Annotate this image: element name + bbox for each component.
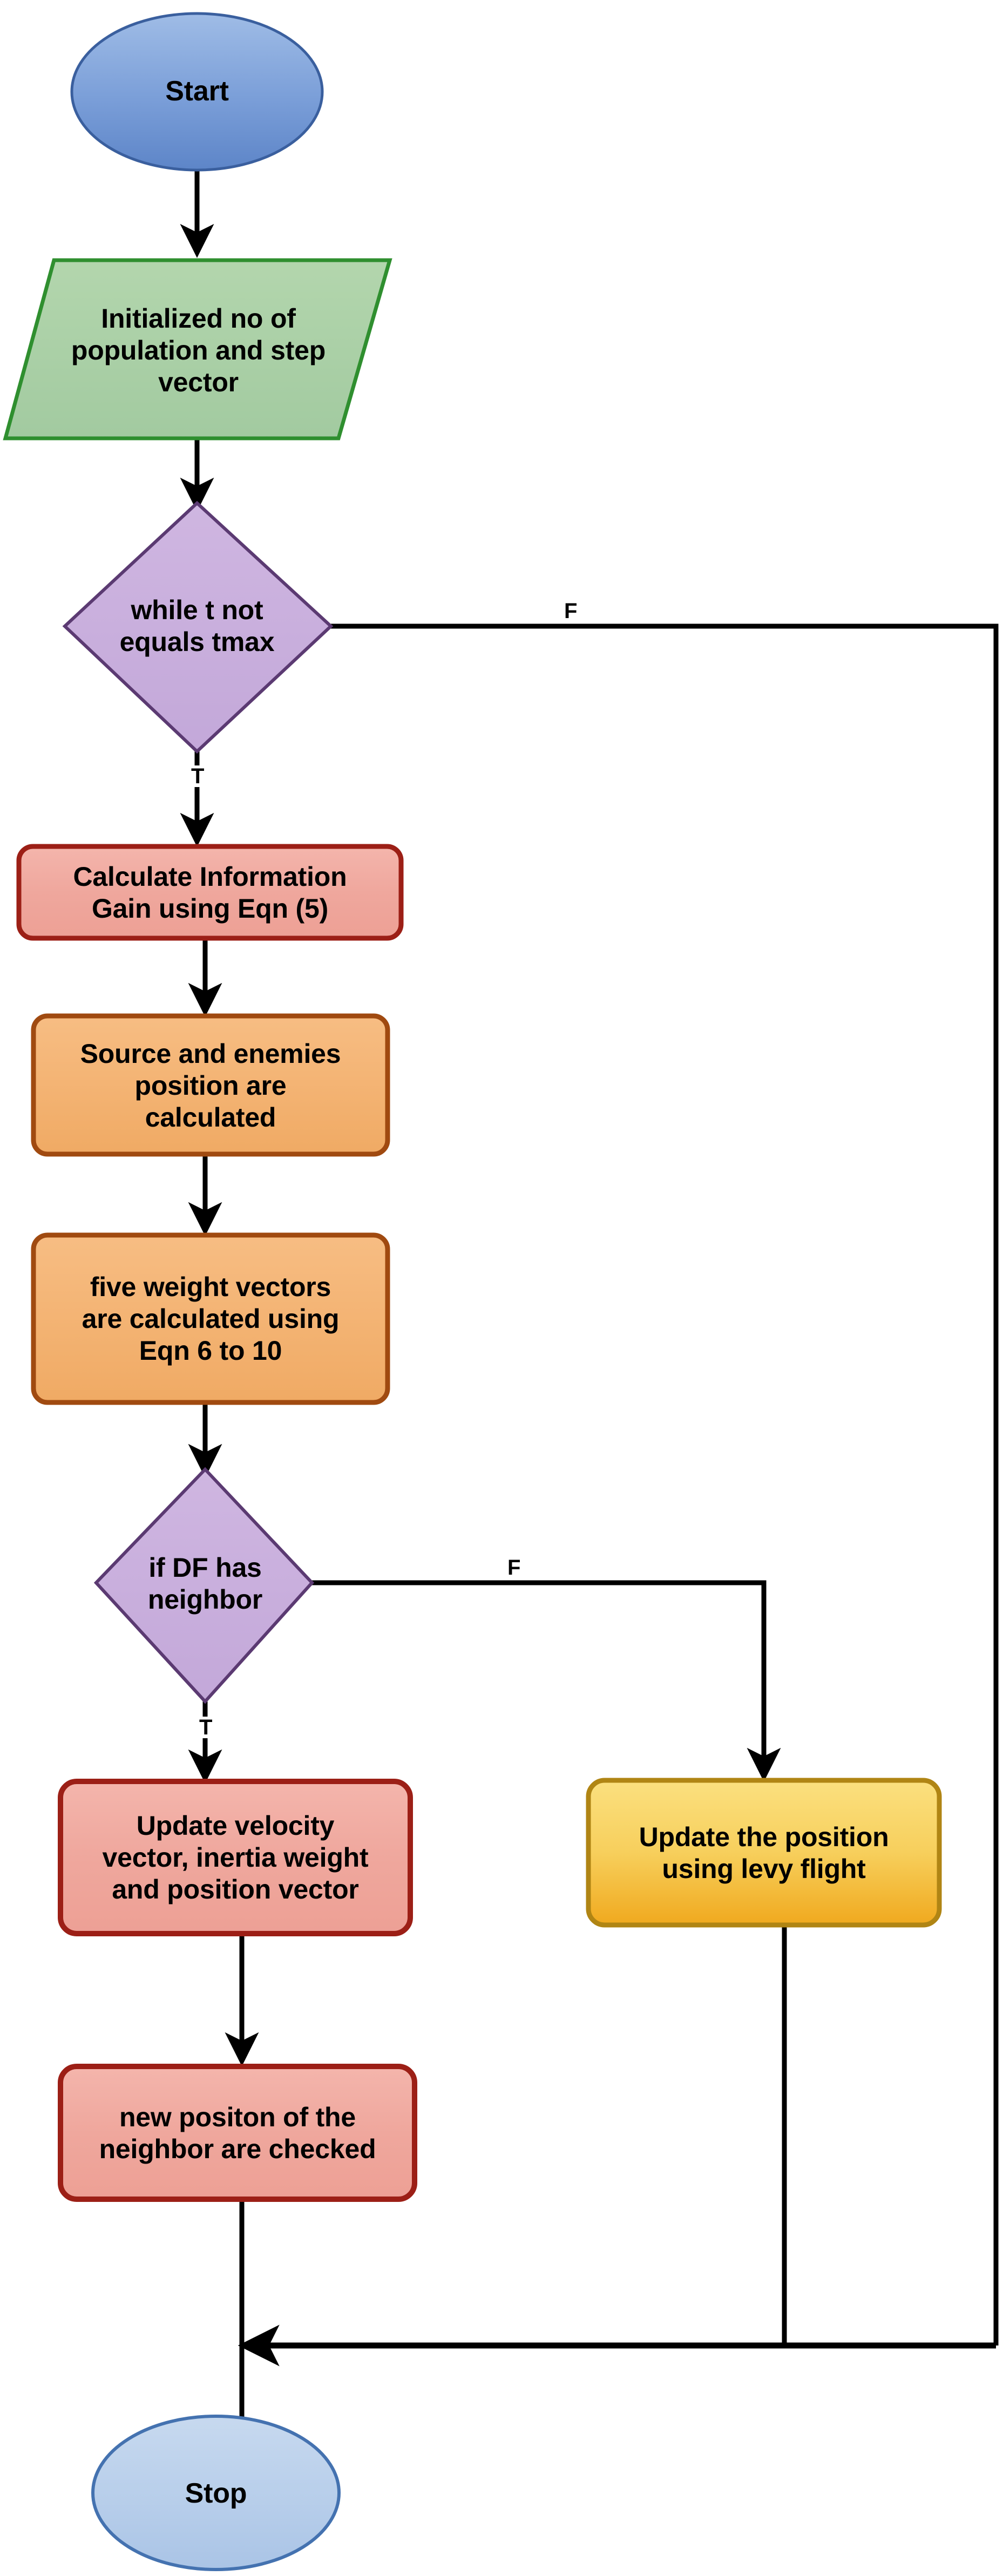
node-decision-while-t[interactable] xyxy=(62,500,334,754)
node-init-population[interactable] xyxy=(3,258,392,440)
edge-while-false xyxy=(331,623,999,2345)
edge-label-df-false: F xyxy=(506,1556,522,1580)
edge-label-while-true: T xyxy=(190,764,206,788)
node-update-position-levy-flight[interactable] xyxy=(586,1778,942,1928)
node-check-neighbor-position[interactable] xyxy=(58,2064,417,2202)
edge-label-df-true: T xyxy=(198,1716,214,1739)
node-decision-df-neighbor[interactable] xyxy=(93,1467,315,1704)
node-five-weight-vectors[interactable] xyxy=(31,1232,390,1405)
node-source-and-enemies[interactable] xyxy=(31,1013,390,1157)
edge-label-while-false: F xyxy=(563,599,579,623)
node-start[interactable] xyxy=(70,12,324,172)
node-stop[interactable] xyxy=(91,2415,341,2571)
node-update-velocity-vector[interactable] xyxy=(58,1779,413,1936)
edge-df-false xyxy=(312,1580,781,1782)
node-calculate-information-gain[interactable] xyxy=(16,844,404,941)
